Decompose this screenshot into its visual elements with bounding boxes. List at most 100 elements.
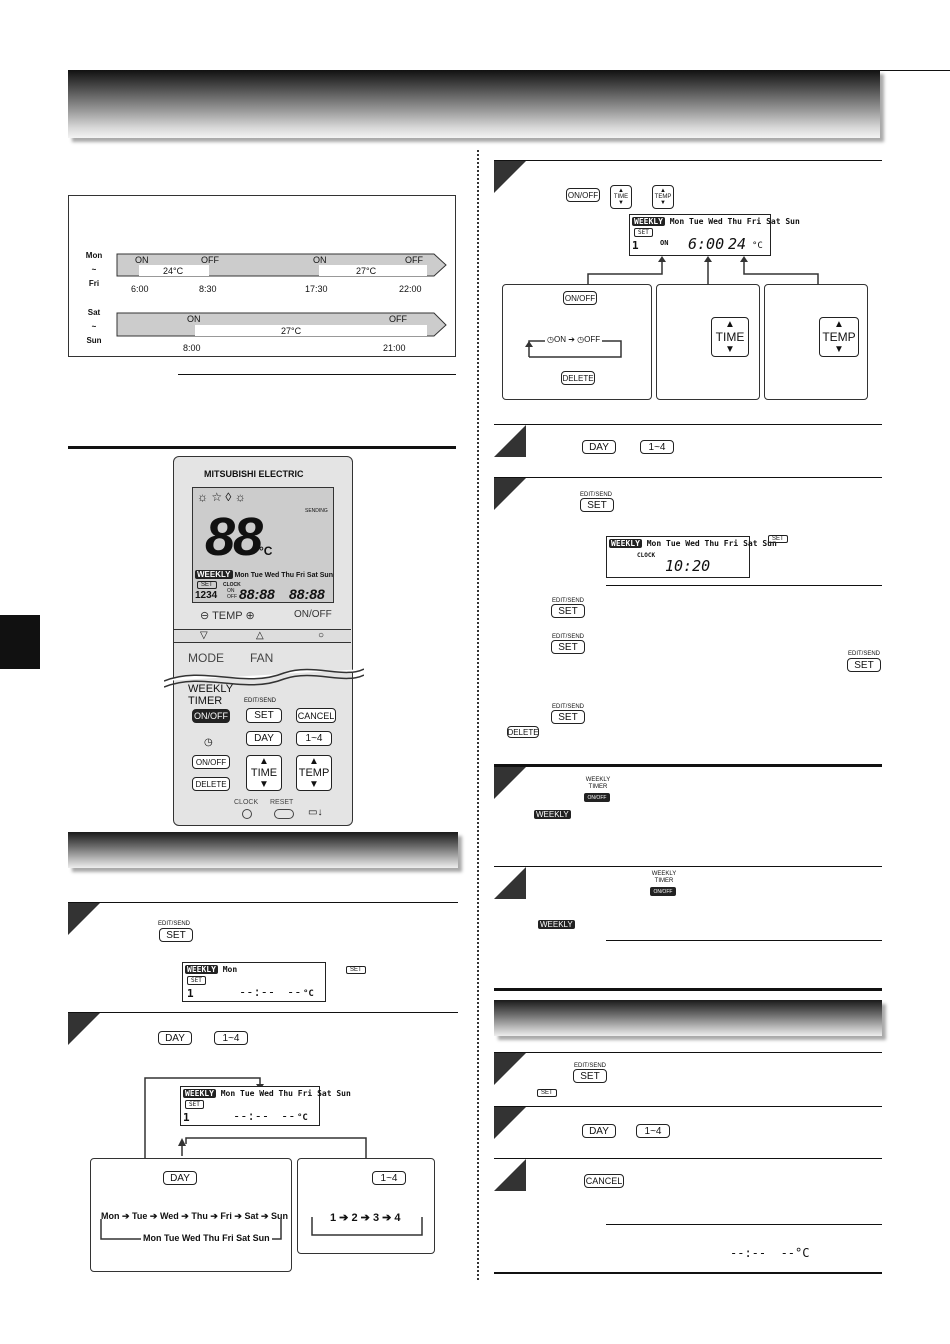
weekend-time: 21:00 xyxy=(383,343,406,353)
note-rule xyxy=(178,374,456,375)
set-button[interactable]: SET xyxy=(159,928,193,942)
set-button[interactable]: SET xyxy=(551,710,585,724)
reset-readout: --:-- --°C xyxy=(730,1246,810,1260)
remote-control: MITSUBISHI ELECTRIC ☼ ☆ ◊ ☼ 88 °C SENDIN… xyxy=(164,456,364,826)
weekly-onoff-button[interactable]: ON/OFF xyxy=(650,887,676,896)
down-triangle-icon[interactable]: ▽ xyxy=(200,630,208,641)
box-off-label: OFF xyxy=(584,335,601,344)
lcd-num: 1 xyxy=(183,1111,190,1124)
temp-button[interactable]: ▲ TEMP ▼ xyxy=(819,317,859,357)
lcd-set: SET xyxy=(185,1100,204,1109)
edit-send-caption: EDIT/SEND xyxy=(244,698,277,704)
circle-icon[interactable]: ○ xyxy=(318,630,325,641)
lcd-weekly: WEEKLY xyxy=(609,539,642,548)
onoff-button[interactable]: ON/OFF xyxy=(563,291,597,305)
temp-button-label: TEMP xyxy=(654,194,672,200)
set-button[interactable]: SET xyxy=(246,708,282,723)
mode-label: MODE xyxy=(188,651,224,665)
temp-button[interactable]: ▲ TEMP ▼ xyxy=(652,185,674,209)
day-button[interactable]: DAY xyxy=(582,440,616,454)
weekly-caption: WEEKLY xyxy=(651,871,677,877)
time-button[interactable]: ▲ TIME ▼ xyxy=(610,185,632,209)
lcd-set: SET xyxy=(187,976,206,985)
onoff-label: ON/OFF xyxy=(294,609,332,620)
onoff-button[interactable]: ON/OFF xyxy=(566,188,600,202)
weekend-time: 8:00 xyxy=(183,343,201,353)
weekday-time: 17:30 xyxy=(305,284,328,294)
time-button-label: TIME xyxy=(715,330,745,344)
minus-icon[interactable]: ⊖ xyxy=(200,610,210,622)
set-button[interactable]: SET xyxy=(551,640,585,654)
range-button[interactable]: 1~4 xyxy=(640,440,674,454)
step-marker xyxy=(494,1159,526,1191)
step-rule xyxy=(494,424,882,425)
temp-button[interactable]: ▲ TEMP ▼ xyxy=(296,755,332,791)
lcd-days: Mon Tue Wed Thu Fri Sat Sun xyxy=(646,539,777,548)
set-button[interactable]: SET xyxy=(580,498,614,512)
set-button[interactable]: SET xyxy=(551,604,585,618)
range-button[interactable]: 1~4 xyxy=(636,1124,670,1138)
day-button[interactable]: DAY xyxy=(163,1171,197,1185)
range-button[interactable]: 1~4 xyxy=(372,1171,406,1185)
lcd-num: 1 xyxy=(632,239,639,252)
timer-on-icon: ◷ xyxy=(547,335,554,344)
lcd-time: 6:00 xyxy=(688,235,725,253)
delete-button[interactable]: DELETE xyxy=(192,777,230,791)
day-button[interactable]: DAY xyxy=(246,731,282,746)
cancel-button[interactable]: CANCEL xyxy=(296,708,336,723)
step-marker xyxy=(494,867,526,899)
lcd-day: Mon xyxy=(222,965,238,974)
lcd-set: SET xyxy=(197,581,217,589)
plus-icon[interactable]: ⊕ xyxy=(245,610,255,622)
day-cycle-box: DAY Mon ➔ Tue ➔ Wed ➔ Thu ➔ Fri ➔ Sat ➔ … xyxy=(90,1158,292,1272)
lcd-big-temp: 88 xyxy=(205,507,263,567)
timer-off-icon: ◷ xyxy=(577,335,585,344)
step3-arrows xyxy=(587,256,819,286)
step-marker xyxy=(494,767,526,799)
clock-label: CLOCK xyxy=(234,799,259,806)
time-button[interactable]: ▲ TIME ▼ xyxy=(246,755,282,791)
down-arrow-icon: ▼ xyxy=(660,200,666,206)
clock-hole[interactable] xyxy=(242,809,252,819)
range-button[interactable]: 1~4 xyxy=(214,1031,248,1045)
cancel-button[interactable]: CANCEL xyxy=(584,1174,624,1188)
edit-send-caption: EDIT/SEND xyxy=(574,1063,607,1069)
weekday-on2: ON xyxy=(313,255,327,265)
timer-caption: TIMER xyxy=(654,878,674,884)
section-rule xyxy=(68,446,456,449)
day-button[interactable]: DAY xyxy=(582,1124,616,1138)
delete-button[interactable]: DELETE xyxy=(561,371,595,385)
time-button-label: TIME xyxy=(250,767,278,779)
schedule-day-bottom: Sun xyxy=(86,336,102,345)
lcd-unit: °C xyxy=(303,989,314,999)
set-button[interactable]: SET xyxy=(573,1069,607,1083)
weekly-onoff-button[interactable]: ON/OFF xyxy=(584,793,610,802)
remote-button-row: ▽ △ ○ xyxy=(174,629,351,643)
weekday-time: 6:00 xyxy=(131,284,149,294)
section-rule xyxy=(494,764,882,767)
time-button[interactable]: ▲ TIME ▼ xyxy=(711,317,749,357)
delete-button[interactable]: DELETE xyxy=(507,726,539,738)
up-arrow-icon: ▲ xyxy=(725,319,735,330)
step-rule xyxy=(494,1106,882,1107)
reset-hole[interactable] xyxy=(274,809,294,819)
onoff-small-button[interactable]: ON/OFF xyxy=(192,755,230,769)
set-button[interactable]: SET xyxy=(847,658,881,672)
weekly-onoff-button[interactable]: ON/OFF xyxy=(192,709,230,723)
set-indicator: SET xyxy=(537,1089,557,1097)
lcd-time1: 88:88 xyxy=(239,586,275,602)
lcd-temp: 24 xyxy=(728,235,747,253)
lcd-weekly: WEEKLY xyxy=(632,217,665,226)
lcd-clock: CLOCK xyxy=(223,582,241,588)
weekday-temp2: 27°C xyxy=(356,266,377,276)
battery-icon: ▭↓ xyxy=(308,807,323,818)
up-triangle-icon[interactable]: △ xyxy=(256,630,264,641)
note-rule xyxy=(606,585,882,586)
step-marker xyxy=(68,903,100,935)
day-button[interactable]: DAY xyxy=(158,1031,192,1045)
edit-send-caption: EDIT/SEND xyxy=(848,651,881,657)
lcd-days: Mon Tue Wed Thu Fri Sat Sun xyxy=(234,572,333,579)
lcd-on: ON xyxy=(660,239,669,247)
range-button[interactable]: 1~4 xyxy=(296,731,332,746)
reset-label: RESET xyxy=(270,799,294,806)
